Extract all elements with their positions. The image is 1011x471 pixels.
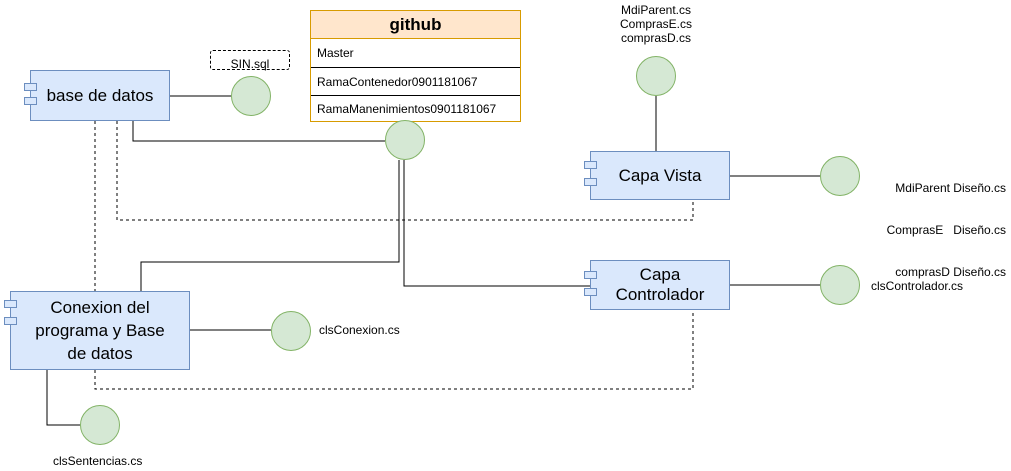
branch-master[interactable]: Master [311,39,520,68]
component-label: Conexion del programa y Base de datos [35,296,164,365]
component-label: Capa Controlador [616,265,705,305]
component-label: base de datos [46,85,154,105]
interface-circle-conexion[interactable] [271,311,311,351]
interface-circle-sentencias[interactable] [80,405,120,445]
github-title: github [311,11,520,39]
interface-circle-sin[interactable] [231,76,271,116]
file-label: ComprasE.cs [619,17,693,31]
controlador-file: clsControlador.cs [871,279,964,293]
component-label-line: Conexion del [50,298,150,317]
sql-file-label: SIN.sql [230,57,270,71]
component-label-line: Capa [639,265,681,284]
component-port-bottom [4,317,17,325]
component-label-line: de datos [67,344,133,363]
file-label: ComprasE Diseño.cs [886,223,1006,237]
dashed-conexion-controlador [94,310,694,390]
component-base-de-datos[interactable]: base de datos [24,70,170,121]
component-port-bottom [584,288,597,296]
interface-circle-vista-top[interactable] [636,56,676,96]
file-label: MdiParent Diseño.cs [895,181,1006,195]
component-port-bottom [24,97,37,105]
file-label: MdiParent.cs [620,3,692,17]
component-label-line: programa y Base [35,321,165,340]
dashed-basedatos-vista [116,121,694,221]
component-port-bottom [584,178,597,186]
interface-circle-controlador[interactable] [820,265,860,305]
connector-github-conexion [140,160,400,291]
component-port-top [24,83,37,91]
vista-right-files: MdiParent Diseño.cs ComprasE Diseño.cs c… [866,153,1006,293]
component-label-line: Controlador [615,285,705,304]
file-label: comprasD Diseño.cs [895,265,1006,279]
component-port-top [4,300,17,308]
github-repository[interactable]: github Master RamaContenedor0901181067 R… [310,10,521,122]
component-port-top [584,161,597,169]
branch-contenedor[interactable]: RamaContenedor0901181067 [311,68,520,96]
sentencias-file: clsSentencias.cs [53,454,143,468]
file-label: comprasD.cs [620,31,691,45]
component-port-top [584,271,597,279]
component-capa-controlador[interactable]: Capa Controlador [584,260,730,310]
interface-circle-github[interactable] [385,120,425,160]
branch-mantenimientos[interactable]: RamaManenimientos0901181067 [317,102,497,116]
connector-basedatos-github [132,121,385,142]
vista-top-files: MdiParent.cs ComprasE.cs comprasD.cs [596,3,716,45]
component-label: Capa Vista [618,165,702,185]
connector-conexion-sentencias [46,370,80,426]
conexion-file: clsConexion.cs [319,323,400,337]
sql-file-note[interactable]: SIN.sql [210,50,290,71]
component-capa-vista[interactable]: Capa Vista [584,151,730,200]
component-conexion[interactable]: Conexion del programa y Base de datos [4,291,190,370]
interface-circle-vista-right[interactable] [820,156,860,196]
connector-github-controlador [403,160,590,287]
